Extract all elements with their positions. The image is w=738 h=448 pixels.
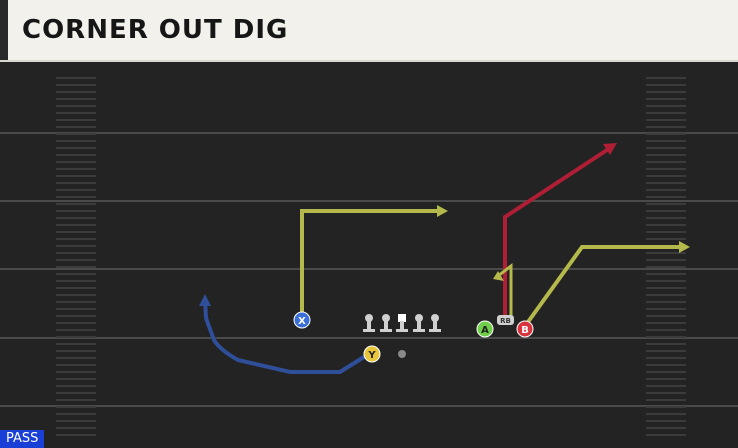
y-route: [203, 299, 374, 374]
lineman-icon: [413, 314, 425, 332]
header-accent-bar: [0, 0, 8, 60]
y-button-icon: [363, 345, 381, 363]
lineman-icon: [429, 314, 441, 332]
offensive-line: [363, 314, 441, 332]
play-header: CORNER OUT DIG: [0, 0, 738, 60]
rb-route: [497, 262, 513, 320]
x-route: [300, 209, 440, 318]
rb-badge: [497, 315, 514, 325]
lineman-icon: [380, 314, 392, 332]
a-route: [503, 146, 612, 318]
play-type-tag: PASS: [0, 430, 45, 448]
hash-marks: [56, 77, 686, 436]
b-button-label: B: [521, 325, 529, 336]
a-button-label: A: [481, 325, 489, 336]
receiver-x[interactable]: X: [293, 311, 311, 329]
a-route-arrow: [603, 143, 617, 155]
b-button-icon: [516, 320, 534, 338]
rb-route-arrow: [493, 271, 504, 281]
receiver-b[interactable]: B: [516, 320, 534, 338]
x-button-icon: [293, 311, 311, 329]
b-route-arrow: [679, 241, 690, 253]
lineman-icon: [363, 314, 375, 332]
rb-label: RB: [500, 317, 511, 325]
running-back: RB: [497, 315, 514, 325]
y-button-label: Y: [367, 350, 376, 361]
a-button-icon: [476, 320, 494, 338]
y-route-arrow: [199, 294, 211, 306]
receiver-y[interactable]: Y: [363, 345, 381, 363]
x-route-arrow: [437, 205, 448, 217]
center-icon: [396, 314, 408, 332]
b-route: [526, 245, 682, 324]
play-title: CORNER OUT DIG: [22, 15, 289, 45]
receiver-a[interactable]: A: [476, 320, 494, 338]
x-button-label: X: [298, 316, 306, 327]
play-diagram: X Y A RB B: [0, 77, 738, 436]
quarterback-dot: [398, 350, 406, 358]
play-field: X Y A RB B: [0, 62, 738, 448]
yard-lines: [0, 132, 738, 407]
